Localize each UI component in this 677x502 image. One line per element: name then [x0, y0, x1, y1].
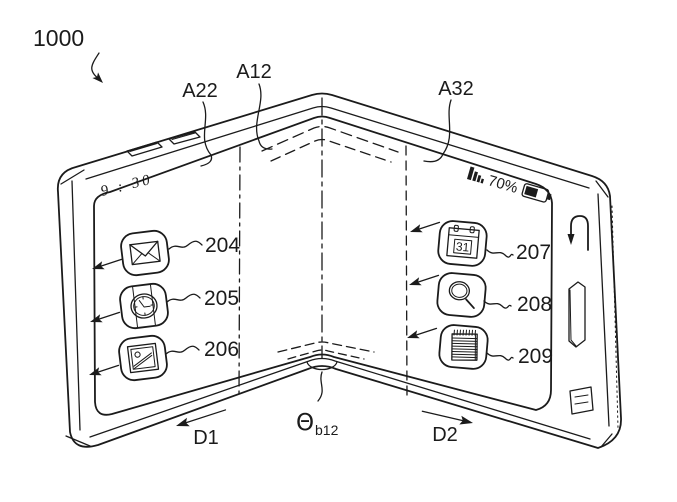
region-label-a22: A22: [182, 80, 218, 102]
direction-d2-arrow: [421, 410, 473, 425]
memo-icon: [438, 324, 489, 370]
device-right-edge-inner-line: [597, 193, 610, 427]
fold-angle: Θ b12: [296, 371, 339, 438]
leader-209: [486, 352, 514, 361]
region-leader-a12: [255, 83, 273, 150]
region-leader-a22: [200, 101, 213, 167]
region-boundary-left-dashline: [238, 146, 241, 397]
region-leader-a32: [423, 99, 452, 163]
device-screen-outline: [93, 115, 553, 416]
device-left-edge-inner-line: [71, 180, 81, 431]
ref-label-206: 206: [204, 338, 239, 361]
ref-label-205: 205: [204, 287, 239, 310]
device-ref-label: 1000: [33, 25, 84, 51]
leader-204: [168, 240, 203, 250]
reference-labels: 204 205 206 207 208 209: [165, 234, 553, 368]
icon-pointer-arrows: [89, 221, 441, 376]
status-left: 9 : 30: [99, 172, 154, 200]
pointer-arrow-mail: [92, 258, 123, 270]
pointer-arrow-clock: [90, 311, 121, 323]
speaker-slot: [569, 386, 594, 415]
leader-206: [165, 345, 200, 355]
status-right: 70%: [467, 166, 552, 203]
corner-chamfer-top-left: [60, 169, 85, 185]
corner-chamfer-top-right: [595, 180, 609, 198]
direction-d1-arrow: [176, 409, 227, 427]
fold-crease-bottom-outer: [277, 341, 375, 353]
region-label-a12: A12: [236, 61, 272, 83]
device-outer-outline: [56, 92, 622, 449]
pointer-arrow-search: [409, 274, 440, 286]
fold-crease-bottom-inner: [287, 349, 365, 360]
hardware-details: [126, 131, 594, 415]
fold-crease-top-outer: [261, 125, 399, 153]
direction-d2-label: D2: [432, 424, 458, 446]
side-button: [568, 281, 586, 348]
region-boundary-right-dashline: [405, 145, 408, 399]
region-label-a32: A32: [438, 78, 474, 100]
search-icon: [436, 272, 487, 318]
pointer-arrow-gallery: [89, 364, 120, 376]
corner-chamfer-bottom-left: [65, 435, 91, 447]
direction-d1-label: D1: [193, 427, 219, 449]
region-labels: A22 A12 A32: [182, 61, 474, 167]
mail-icon: [120, 229, 170, 277]
leader-205: [166, 293, 201, 303]
fold-angle-leader: [317, 371, 323, 402]
fold-crease-top-inner: [270, 138, 392, 163]
direction-d1: D1: [176, 409, 227, 449]
device-reference: 1000: [33, 25, 103, 83]
calendar-icon: 31: [437, 220, 488, 267]
ref-label-204: 204: [205, 234, 240, 257]
ref-label-207: 207: [516, 241, 551, 264]
pointer-arrow-calendar: [410, 221, 441, 233]
device-ref-arrow: [91, 52, 100, 80]
battery-percent-label: 70%: [486, 172, 520, 197]
ref-label-208: 208: [517, 293, 552, 316]
fold-and-region-lines: [238, 97, 408, 399]
battery-icon: [521, 183, 552, 203]
fold-angle-symbol: Θ: [296, 410, 314, 436]
top-edge-button-1: [126, 141, 163, 157]
return-arrow-icon: [567, 215, 589, 251]
fold-bulge: [306, 361, 338, 371]
top-edge-button-2: [168, 131, 201, 145]
fold-angle-subscript: b12: [315, 422, 339, 438]
leader-207: [486, 249, 514, 258]
clock-icon: [119, 282, 169, 330]
direction-d2: D2: [421, 410, 473, 446]
right-edge-stipple: [611, 205, 619, 429]
calendar-day-label: 31: [455, 239, 470, 254]
leader-208: [483, 300, 512, 309]
gallery-icon: [118, 334, 168, 382]
ref-label-209: 209: [518, 345, 553, 368]
corner-chamfer-bottom-right: [600, 433, 613, 448]
signal-strength-icon: [467, 166, 485, 184]
pointer-arrow-memo: [407, 327, 438, 339]
clock-time: 9 : 30: [99, 172, 154, 200]
